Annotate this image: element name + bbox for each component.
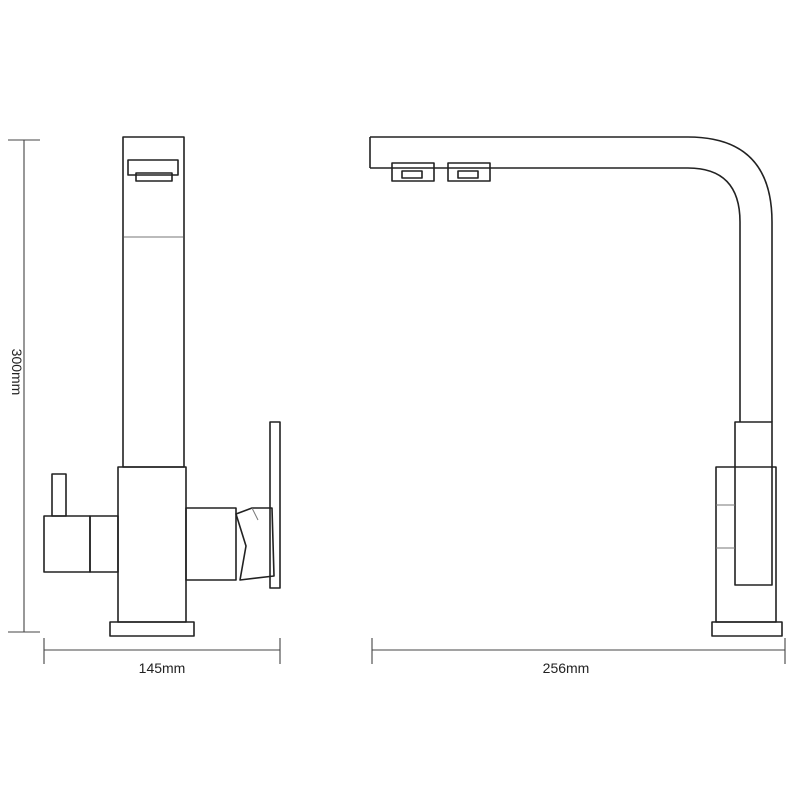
side-width-dimension-label: 256mm <box>543 660 590 676</box>
front-body <box>117 466 187 623</box>
front-lever-plate <box>269 421 281 589</box>
front-left-handle-cylinder <box>43 515 91 573</box>
front-left-connector <box>89 515 119 573</box>
height-dimension: 300mm <box>8 139 40 633</box>
side-spout-outer-edge <box>370 136 773 422</box>
side-aerator-1-housing <box>391 162 435 182</box>
side-view <box>369 136 783 637</box>
front-spout-column <box>122 136 185 468</box>
front-width-dimension-label: 145mm <box>139 660 186 676</box>
side-body <box>715 466 777 623</box>
front-right-connector <box>185 507 237 581</box>
side-width-dimension: 256mm <box>371 638 786 676</box>
front-aerator-housing <box>127 159 179 176</box>
front-left-handle-post <box>51 473 67 517</box>
side-spout-inner-edge <box>370 167 741 422</box>
side-base <box>711 621 783 637</box>
front-lever-handle <box>235 507 275 581</box>
front-base <box>109 621 195 637</box>
front-view <box>43 136 281 637</box>
front-width-dimension: 145mm <box>43 638 281 676</box>
height-dimension-label: 300mm <box>9 349 25 396</box>
side-aerator-2-nozzle <box>457 170 479 179</box>
side-aerator-1-nozzle <box>401 170 423 179</box>
side-column-block <box>734 421 773 586</box>
front-lever-detail <box>251 507 259 521</box>
front-aerator-nozzle <box>135 172 173 182</box>
side-aerator-2-housing <box>447 162 491 182</box>
